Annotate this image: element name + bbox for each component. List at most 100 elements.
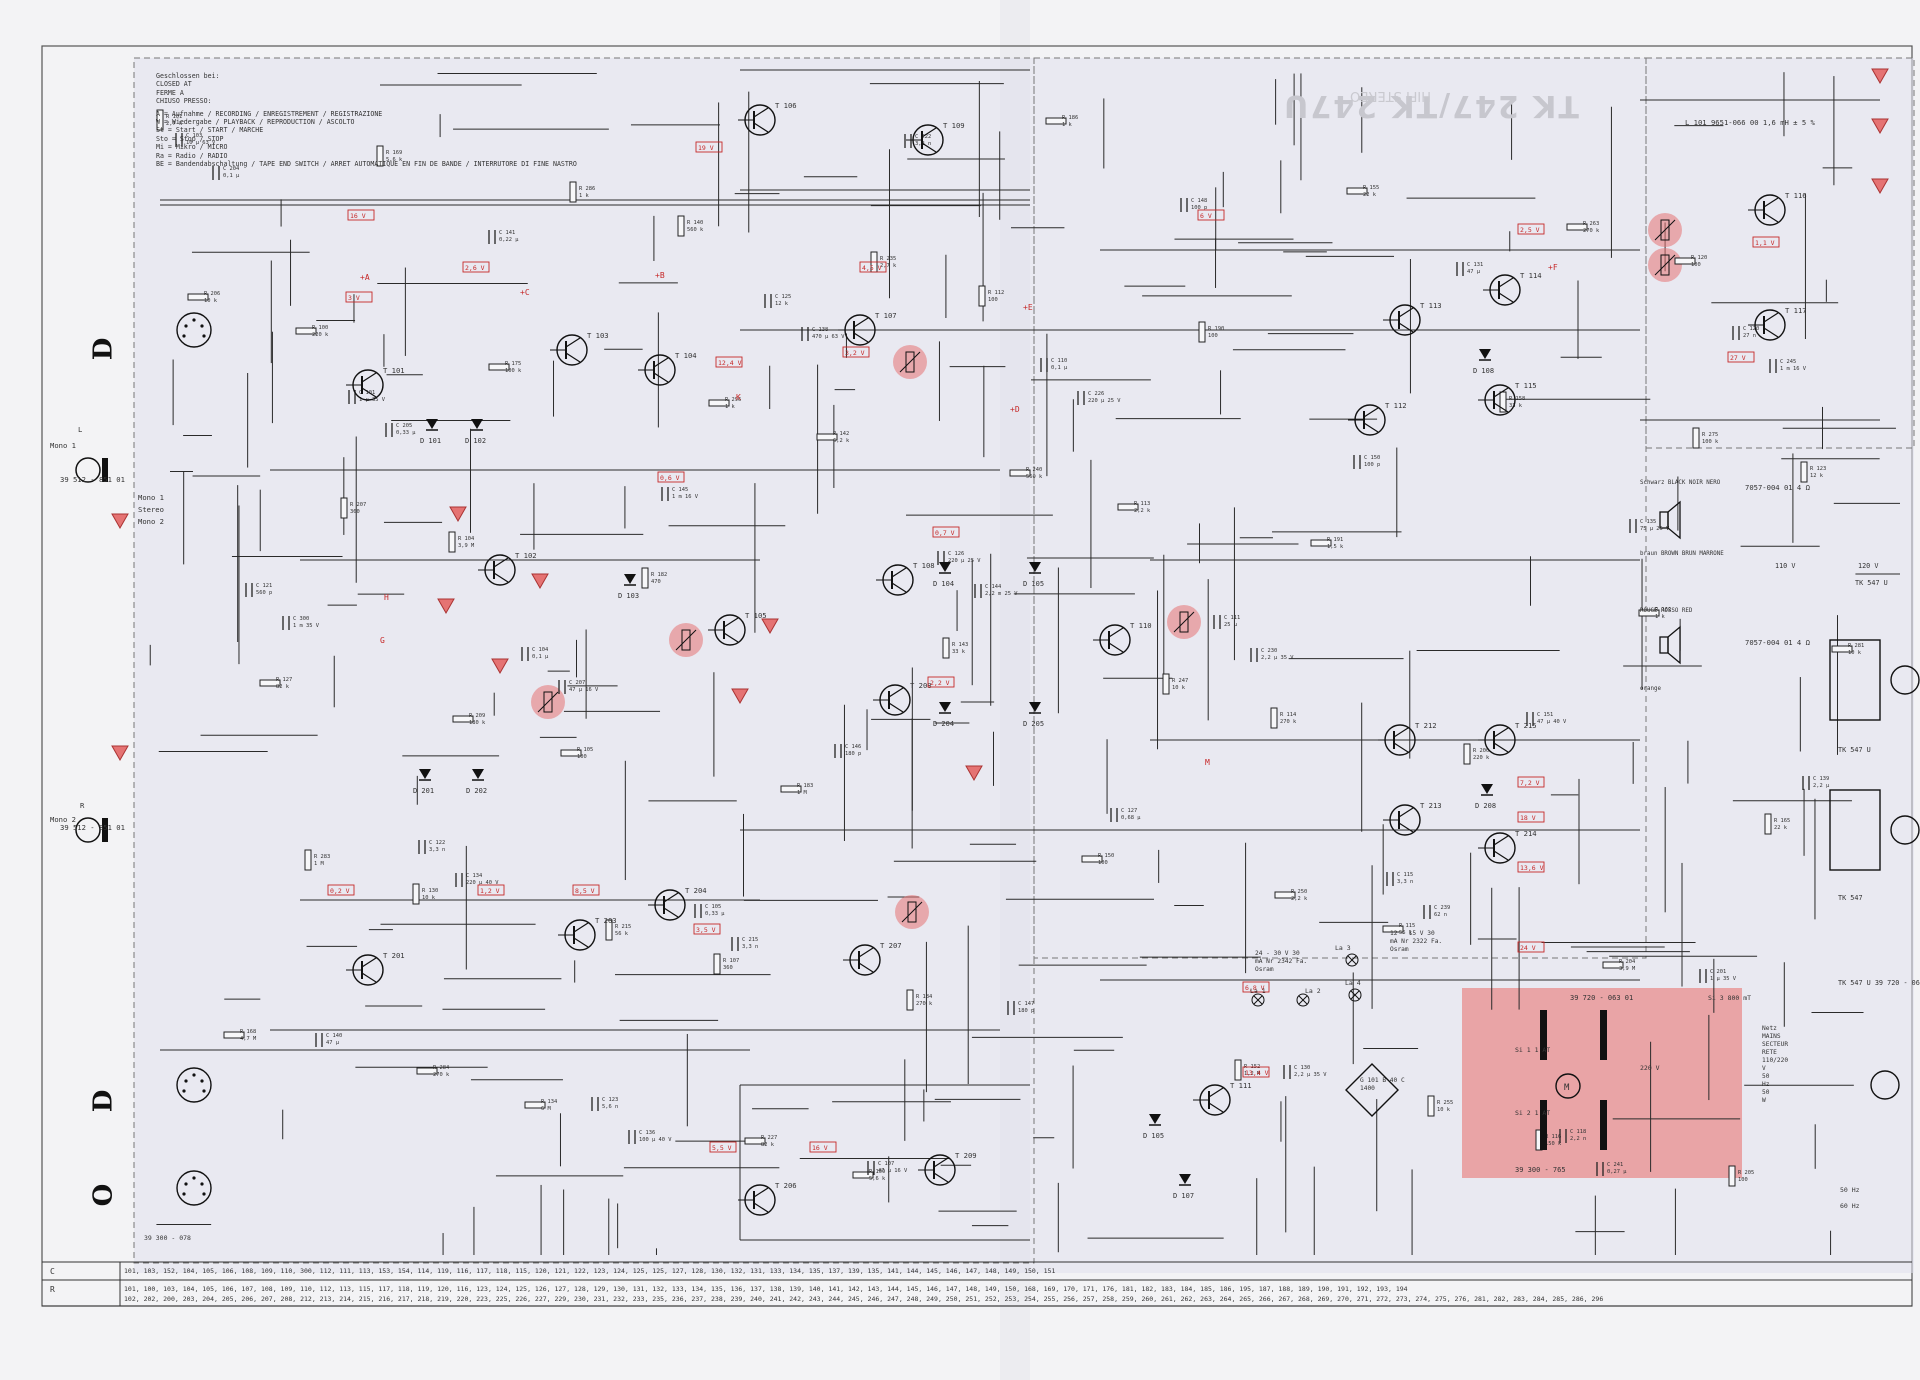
resistor-value: 10 k: [422, 895, 436, 901]
voltage-value: 6 V: [1200, 212, 1212, 220]
resistor-label: R 263: [1583, 221, 1599, 227]
resistor-label: R 215: [615, 924, 631, 930]
legend-line: BE = Bandendabschaltung / TAPE END SWITC…: [156, 160, 577, 169]
resistor-value: 180 k: [469, 720, 486, 726]
diode: D 105: [1143, 1114, 1164, 1140]
capacitor-label: C 144: [985, 584, 1001, 590]
connector-label: 39 512 - 851 01: [60, 823, 125, 832]
diode-label: D 102: [465, 437, 486, 445]
capacitor-label: C 120: [1743, 326, 1759, 332]
motor-label: TK 547 U: [1855, 579, 1888, 587]
voltage-value: 16 V: [350, 212, 366, 220]
voltage-mark: 2,5 V: [1517, 223, 1545, 235]
resistor-value: 100 k: [505, 368, 522, 374]
capacitor-label: C 111: [1224, 615, 1240, 621]
capacitor-label: C 151: [1537, 712, 1553, 718]
node-label: +E: [1023, 303, 1033, 312]
voltage-mark: 0,7 V: [932, 526, 960, 538]
grid-row-r: R 101, 100, 103, 104, 105, 106, 107, 108…: [40, 1282, 1920, 1298]
mains-note: 110/220: [1762, 1057, 1788, 1064]
capacitor-label: C 121: [256, 583, 272, 589]
transformer-core: [1600, 1010, 1607, 1060]
grid-row-r2: 102, 202, 200, 203, 204, 205, 206, 207, …: [40, 1292, 1920, 1308]
motor-label: 120 V: [1858, 562, 1878, 570]
resistor-label: R 281: [1848, 643, 1864, 649]
resistor-value: 82 k: [276, 684, 290, 690]
power-note: 60 Hz: [1840, 1202, 1860, 1210]
motor-wiring-diagram: [1829, 639, 1920, 721]
connector-label: Stereo: [138, 505, 164, 514]
voltage-value: 2,6 V: [465, 264, 485, 272]
transistor: T 114: [1483, 271, 1542, 306]
legend-line: Ra = Radio / RADIO: [156, 151, 228, 160]
capacitor-value: 560 p: [256, 590, 272, 596]
trimmer-highlight: [893, 345, 927, 379]
input-jack-symbol: [75, 457, 108, 483]
resistor-label: R 286: [579, 186, 595, 192]
lamp-symbol: [1345, 953, 1359, 967]
diode-label: D 208: [1475, 802, 1496, 810]
trimmer-highlight: [1648, 213, 1682, 247]
resistor-value: 100 k: [1702, 439, 1719, 445]
transistor-label: T 214: [1515, 829, 1537, 838]
capacitor-value: 1 m 16 V: [672, 494, 699, 500]
resistor-value: 470: [651, 579, 661, 585]
voltage-mark: 12,4 V: [715, 356, 743, 368]
voltage-mark: 16 V: [347, 209, 375, 221]
transformer-core: [1600, 1100, 1607, 1150]
resistor-value: 2,7 k: [166, 121, 183, 127]
resistor-label: R 109: [869, 1169, 885, 1175]
supply-note: La 3: [1335, 944, 1351, 952]
capacitor-value: 220 μ 25 V: [948, 558, 981, 564]
resistor-label: R 284: [433, 1065, 449, 1071]
node-label: K: [736, 393, 741, 402]
capacitor-value: 5,6 n: [602, 1104, 618, 1110]
transistor: T 203: [558, 916, 617, 951]
resistor-value: 100: [1691, 262, 1701, 268]
voltage-value: 13,6 V: [1520, 864, 1544, 872]
motor-label: 110 V: [1775, 562, 1795, 570]
resistor-label: R 183: [797, 783, 813, 789]
capacitor-value: 0,1 μ: [223, 173, 240, 179]
diode: D 205: [1023, 702, 1044, 728]
capacitor-label: C 136: [639, 1130, 655, 1136]
resistor-label: R 105: [577, 747, 593, 753]
resistor-label: R 150: [1098, 853, 1114, 859]
resistor-label: R 182: [651, 572, 667, 578]
capacitor-value: 3,3 n: [1397, 879, 1413, 885]
voltage-value: 8,5 V: [575, 887, 595, 895]
capacitor-value: 100 p: [1191, 205, 1207, 211]
diode: D 202: [466, 769, 487, 795]
resistor-label: R 165: [1774, 818, 1790, 824]
transistor: T 215: [1478, 721, 1537, 756]
resistor-value: 1 k: [579, 193, 589, 199]
trimmer-highlight: [1167, 605, 1201, 639]
capacitor-label: C 245: [1780, 359, 1796, 365]
supply-note: 24 - 30 V 30: [1255, 950, 1300, 957]
resistor-value: 2,2 k: [1291, 896, 1308, 902]
capacitor-value: 100 p: [1364, 462, 1380, 468]
voltage-value: 3 V: [348, 294, 360, 302]
resistor-label: R 112: [988, 290, 1004, 296]
capacitor-value: 2,2 μ 35 V: [1294, 1072, 1327, 1078]
capacitor-label: C 241: [1607, 1162, 1623, 1168]
resistor-value: 10 k: [204, 298, 218, 304]
resistor-value: 360: [350, 509, 360, 515]
voltage-value: 3,5 V: [696, 926, 716, 934]
